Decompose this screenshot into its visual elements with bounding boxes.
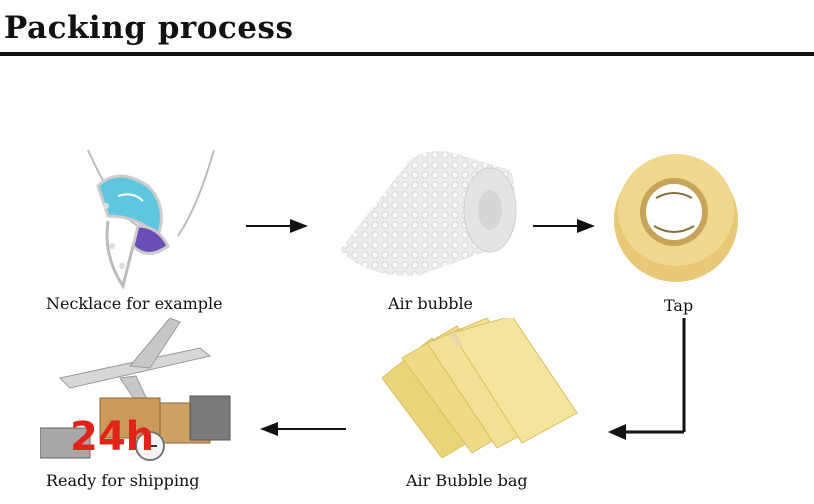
tape-roll-image [608, 148, 744, 286]
arrow-right-icon [533, 219, 595, 233]
shipping-badge-text: 24h [70, 414, 154, 460]
bubble-wrap-icon [340, 151, 517, 276]
page-title: Packing process [4, 10, 294, 46]
step-label-shipping: Ready for shipping [46, 471, 200, 490]
arrow-left-icon [260, 422, 346, 436]
bubble-wrap-image [330, 140, 530, 280]
step-label-necklace: Necklace for example [46, 294, 223, 313]
tape-roll-icon [614, 154, 738, 282]
shipping-24h-icon: 24h [40, 318, 231, 461]
step-label-tape: Tap [664, 296, 694, 315]
necklace-image [78, 146, 223, 296]
arrow-right-icon [246, 219, 308, 233]
shipping-image: 24h [40, 318, 235, 468]
step-label-air-bubble: Air bubble [388, 294, 474, 313]
step-label-air-bubble-bag: Air Bubble bag [406, 471, 528, 490]
bubble-mailer-image [372, 318, 582, 458]
title-divider [0, 52, 814, 56]
necklace-icon [87, 149, 215, 290]
bubble-mailer-icon [381, 318, 578, 458]
arrow-down-left-icon [608, 318, 686, 440]
